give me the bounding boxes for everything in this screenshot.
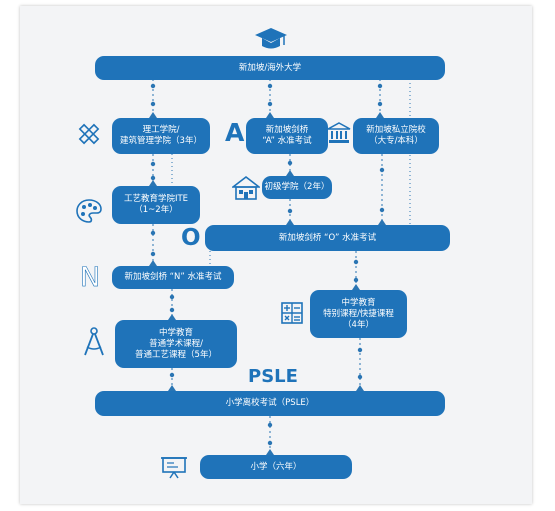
arrowhead <box>376 112 384 118</box>
node-primary: 小学（六年） <box>200 455 352 479</box>
node-o-level: 新加坡剑桥 “O” 水准考试 <box>205 225 450 251</box>
connector-dot <box>267 101 273 107</box>
node-label: （大专/本科） <box>369 136 423 146</box>
node-label: 普通工艺课程（5年） <box>135 349 217 360</box>
palette-icon <box>76 199 102 223</box>
connector-dot <box>379 167 385 173</box>
arrowhead <box>168 314 176 320</box>
node-label: 新加坡/海外大学 <box>238 62 302 73</box>
connector-dot <box>150 101 156 107</box>
connector-dot <box>150 230 156 236</box>
connector-dot <box>150 83 156 89</box>
calculator-icon <box>281 302 303 324</box>
pencil-ruler-icon <box>78 123 100 145</box>
node-label: 中学教育 <box>341 297 376 308</box>
arrowhead <box>168 385 176 391</box>
graduation-cap-icon <box>255 28 287 49</box>
compass-icon <box>84 327 104 356</box>
node-psle: 小学离校考试（PSLE） <box>95 391 445 416</box>
blackboard-icon <box>161 457 187 479</box>
connector-dot <box>357 347 363 353</box>
connector-dot <box>150 251 156 257</box>
connector-dot <box>353 259 359 265</box>
node-label: 普通学术课程/ <box>149 338 203 349</box>
connector-dot <box>150 161 156 167</box>
node-label: 新加坡私立院校 <box>366 125 426 135</box>
node-label: “A” 水准考试 <box>262 136 312 146</box>
connector-dot <box>150 175 156 181</box>
arrowhead <box>149 112 157 118</box>
connector-dot <box>357 374 363 380</box>
node-polytechnic: 理工学院/ 建筑管理学院（3年） <box>112 118 210 154</box>
arrowhead <box>149 180 157 186</box>
connector-dot <box>377 101 383 107</box>
node-n-level: 新加坡剑桥 “N” 水准考试 <box>112 266 234 289</box>
node-junior-college: 初级学院（2年） <box>262 176 332 199</box>
arrowhead <box>378 219 386 225</box>
node-ite: 工艺教育学院ITE （1~2年） <box>112 186 200 224</box>
connector-dot <box>169 372 175 378</box>
node-secondary-special: 中学教育 特别课程/快捷课程 （4年） <box>310 290 407 338</box>
node-label: 建筑管理学院（3年） <box>120 136 202 146</box>
arrowhead <box>356 385 364 391</box>
connector-dot <box>379 207 385 213</box>
connector-dot <box>267 440 273 446</box>
node-label: 中学教育 <box>158 327 193 338</box>
node-label: 小学离校考试（PSLE） <box>225 398 315 408</box>
node-label: 初级学院（2年） <box>264 182 330 192</box>
node-label: （1~2年） <box>134 205 178 215</box>
house-icon <box>232 175 260 200</box>
diagram-frame <box>20 6 532 504</box>
node-label: 特别课程/快捷课程 <box>323 308 394 319</box>
node-label: 工艺教育学院ITE <box>123 194 189 204</box>
connector-dot <box>267 83 273 89</box>
node-label: 小学（六年） <box>250 461 302 472</box>
letter-o-label: O <box>181 225 201 251</box>
building-icon <box>327 122 351 143</box>
arrowhead <box>266 112 274 118</box>
connector-dot <box>353 277 359 283</box>
arrowhead <box>286 170 294 176</box>
letter-a-label: A <box>225 118 245 147</box>
arrowhead <box>286 219 294 225</box>
node-a-level: 新加坡剑桥 “A” 水准考试 <box>246 118 328 154</box>
connector-dot <box>287 160 293 166</box>
connector-dot <box>287 208 293 214</box>
node-label: 新加坡剑桥 <box>265 125 309 135</box>
connector-dot <box>267 422 273 428</box>
node-label: 新加坡剑桥 “O” 水准考试 <box>278 232 377 243</box>
node-university: 新加坡/海外大学 <box>95 56 445 80</box>
node-label: （4年） <box>343 319 374 330</box>
connector-dot <box>377 83 383 89</box>
node-private-school: 新加坡私立院校 （大专/本科） <box>353 118 439 154</box>
arrowhead <box>352 284 360 290</box>
letter-n-label: N <box>80 262 101 294</box>
connector-dot <box>169 294 175 300</box>
connector-dot <box>169 307 175 313</box>
node-label: 理工学院/ <box>142 125 180 135</box>
node-label: 新加坡剑桥 “N” 水准考试 <box>124 272 222 282</box>
arrowhead <box>266 449 274 455</box>
psle-letter-label: PSLE <box>248 366 298 387</box>
arrowhead <box>149 260 157 266</box>
node-secondary-express: 中学教育 普通学术课程/ 普通工艺课程（5年） <box>115 320 237 368</box>
